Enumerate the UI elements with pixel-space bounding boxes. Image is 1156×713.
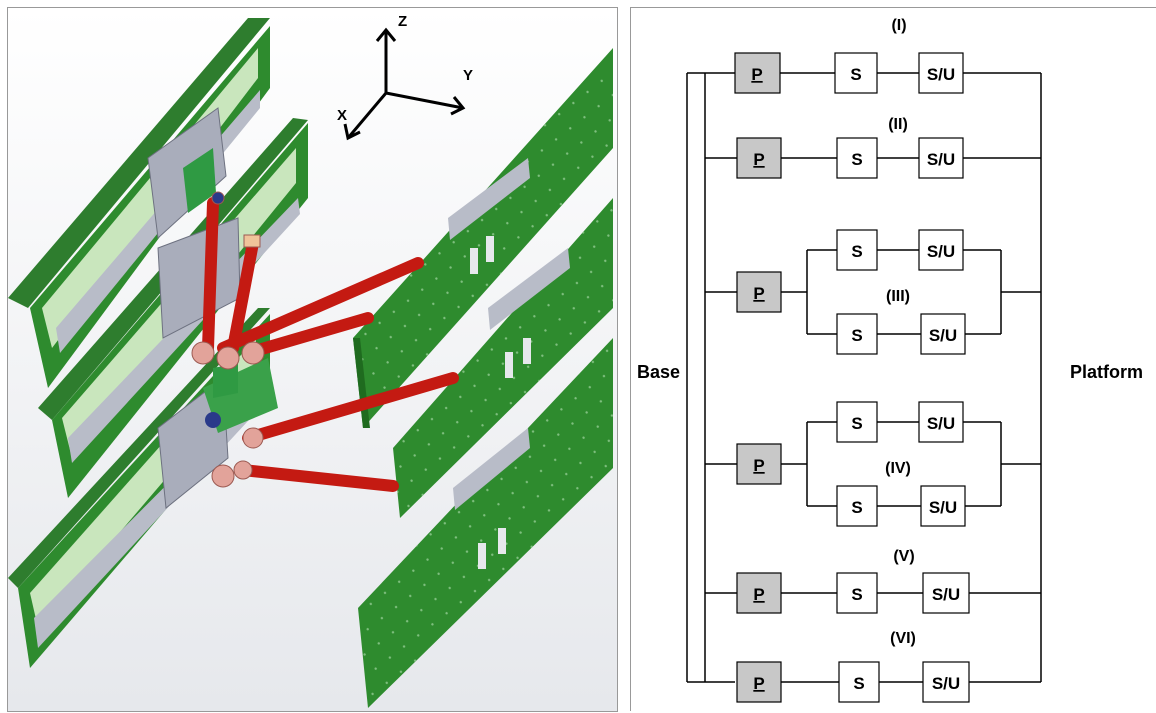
base-label: Base bbox=[637, 362, 680, 382]
cad-model-render: Z Y X bbox=[8, 8, 617, 711]
limb-III-s-label-lower: S bbox=[851, 326, 862, 345]
limb-IV-s-block-upper: S bbox=[837, 402, 877, 442]
limb-I-su-label: S/U bbox=[927, 65, 955, 84]
limb-IV-s-label-lower: S bbox=[851, 498, 862, 517]
limb-V-p-block: P bbox=[737, 573, 781, 613]
limb-IV-su-label-upper: S/U bbox=[927, 414, 955, 433]
limb-III-s-block-upper: S bbox=[837, 230, 877, 270]
limb-IV-su-block-upper: S/U bbox=[919, 402, 963, 442]
limb-VI-su-block: S/U bbox=[923, 662, 969, 702]
limb-III-s-block-lower: S bbox=[837, 314, 877, 354]
limb-V-p-label: P bbox=[753, 585, 764, 604]
cad-scene-panel: Z Y X bbox=[7, 7, 618, 712]
limb-I-p-block: P bbox=[735, 53, 780, 93]
limb-I-su-block: S/U bbox=[919, 53, 963, 93]
limb-III-p-label: P bbox=[753, 284, 764, 303]
limb-V-s-block: S bbox=[837, 573, 877, 613]
axis-label-x: X bbox=[337, 107, 347, 124]
limb-II-s-block: S bbox=[837, 138, 877, 178]
limb-V-s-label: S bbox=[851, 585, 862, 604]
axis-label-y: Y bbox=[463, 67, 473, 84]
platform-label: Platform bbox=[1070, 362, 1143, 382]
limb-IV-p-block: P bbox=[737, 444, 781, 484]
limb-label-III: (III) bbox=[886, 288, 910, 305]
limb-IV-s-label-upper: S bbox=[851, 414, 862, 433]
axis-label-z: Z bbox=[398, 13, 407, 30]
limb-I-p-label: P bbox=[751, 65, 762, 84]
limb-label-VI: (VI) bbox=[890, 630, 916, 647]
limb-VI-p-label: P bbox=[753, 674, 764, 693]
limb-IV-s-block-lower: S bbox=[837, 486, 877, 526]
limb-IV-p-label: P bbox=[753, 456, 764, 475]
limb-IV-su-label-lower: S/U bbox=[929, 498, 957, 517]
limb-VI-p-block: P bbox=[737, 662, 781, 702]
limb-V-su-block: S/U bbox=[923, 573, 969, 613]
limb-II-p-label: P bbox=[753, 150, 764, 169]
limb-label-V: (V) bbox=[893, 548, 914, 565]
kinematic-diagram-panel: (I) P S S/U (II) P S S/U (III) P S S/U S bbox=[630, 7, 1156, 711]
limb-label-II: (II) bbox=[888, 116, 908, 133]
limb-VI-su-label: S/U bbox=[932, 674, 960, 693]
limb-III-su-label-upper: S/U bbox=[927, 242, 955, 261]
limb-I-s-label: S bbox=[850, 65, 861, 84]
limb-III-p-block: P bbox=[737, 272, 781, 312]
limb-IV-su-block-lower: S/U bbox=[921, 486, 965, 526]
limb-V-su-label: S/U bbox=[932, 585, 960, 604]
limb-II-p-block: P bbox=[737, 138, 781, 178]
kinematic-chain-diagram: (I) P S S/U (II) P S S/U (III) P S S/U S bbox=[631, 8, 1156, 711]
limb-label-IV: (IV) bbox=[885, 460, 911, 477]
limb-II-su-label: S/U bbox=[927, 150, 955, 169]
limb-VI-s-label: S bbox=[853, 674, 864, 693]
limb-III-su-block-upper: S/U bbox=[919, 230, 963, 270]
limb-III-s-label-upper: S bbox=[851, 242, 862, 261]
limb-III-su-label-lower: S/U bbox=[929, 326, 957, 345]
limb-label-I: (I) bbox=[891, 17, 906, 34]
limb-VI-s-block: S bbox=[839, 662, 879, 702]
limb-II-su-block: S/U bbox=[919, 138, 963, 178]
limb-III-su-block-lower: S/U bbox=[921, 314, 965, 354]
limb-II-s-label: S bbox=[851, 150, 862, 169]
limb-I-s-block: S bbox=[835, 53, 877, 93]
